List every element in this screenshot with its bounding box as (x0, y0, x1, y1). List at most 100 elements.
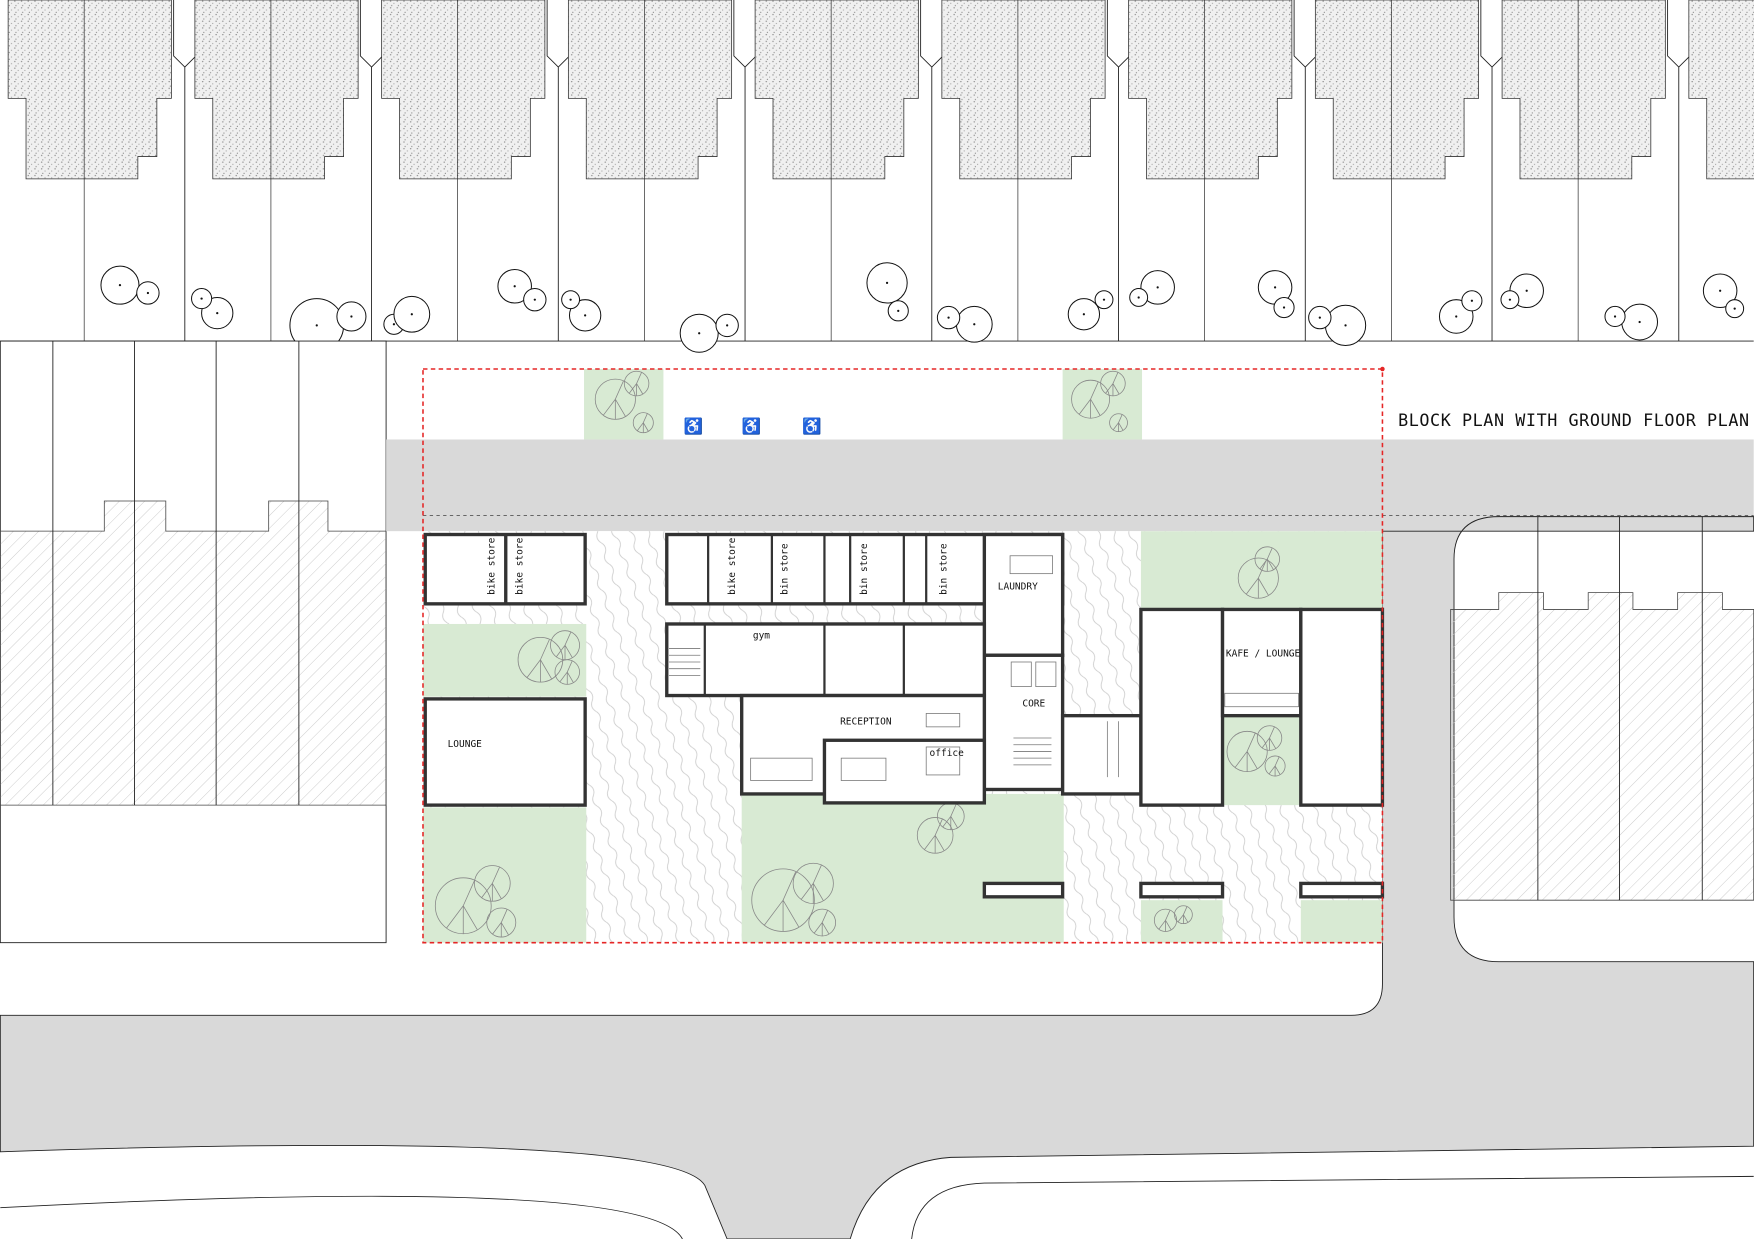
tree-branches (1158, 910, 1172, 932)
tree-trunk-dot (1344, 324, 1347, 327)
tree-trunk-dot (1455, 315, 1458, 318)
tree-branches (1245, 559, 1269, 599)
ground-floor-building (423, 532, 1385, 899)
room-label-bike-store: bike store (727, 537, 738, 594)
house-footprint (567, 0, 733, 180)
tree-trunk-dot (200, 297, 203, 300)
room-label-bin-store: bin store (859, 543, 870, 595)
tree-trunk-dot (1082, 313, 1085, 316)
parking-bays: ♿ ♿ ♿ (422, 369, 1383, 440)
room-label-office: office (930, 748, 965, 759)
tree-trunk-dot (1733, 307, 1736, 310)
tree-branches (1105, 372, 1120, 396)
tree-branches (526, 639, 552, 683)
tree-trunk-dot (1318, 316, 1321, 319)
roads (0, 439, 1754, 1239)
room-label-bike-store: bike store (515, 537, 526, 594)
tree-branches (1112, 414, 1124, 432)
room-label-core: CORE (1022, 699, 1045, 710)
room-label-bin-store: bin store (938, 543, 949, 595)
room-label-reception: RECEPTION (840, 717, 892, 728)
house-footprint (7, 0, 172, 180)
tree-trunk-dot (973, 323, 976, 326)
core (982, 653, 1065, 792)
tree-trunk-dot (947, 316, 950, 319)
tree-branches (813, 910, 830, 936)
tree-branches (1177, 906, 1189, 924)
tree-trunk-dot (1719, 289, 1722, 292)
tree-trunk-dot (698, 332, 701, 335)
tree-trunk-dot (569, 298, 572, 301)
office-room (822, 738, 987, 805)
tree-branches (1234, 733, 1258, 772)
tree-branches (636, 413, 649, 433)
tree-trunk-dot (350, 315, 353, 318)
wheelchair-icon: ♿ (684, 417, 703, 436)
right-neighbour-buildings (1450, 516, 1754, 901)
tree-trunk-dot (1508, 298, 1512, 301)
tree-trunk-dot (513, 285, 516, 288)
street-trees (100, 262, 1745, 353)
tree-trunk-dot (315, 324, 318, 327)
plot-boundary (546, 0, 570, 342)
plot-boundary (1106, 0, 1131, 342)
tree-branches (924, 819, 945, 854)
laundry-room (982, 532, 1065, 657)
kafe-east-wing (1299, 607, 1385, 807)
plot-boundary (359, 0, 384, 342)
tree-trunk-dot (1282, 306, 1286, 309)
tree-trunk-dot (216, 311, 219, 315)
terraced-houses-row (7, 0, 1754, 342)
tree-branches (481, 867, 502, 902)
stair (1060, 713, 1143, 796)
tree-branches (492, 909, 509, 938)
tree-trunk-dot (1525, 289, 1528, 292)
house-footprint (754, 0, 919, 180)
house-footprint (1314, 0, 1479, 180)
drawing-title: BLOCK PLAN WITH GROUND FLOOR PLAN (1398, 410, 1750, 430)
tree-branches (602, 380, 626, 420)
tree-trunk-dot (1638, 320, 1641, 324)
plot-boundary (1480, 0, 1504, 342)
plot-boundary (733, 0, 757, 342)
tree-trunk-dot (533, 298, 536, 301)
tree-branches (1261, 726, 1276, 751)
tree-branches (446, 880, 478, 934)
tree-branches (800, 865, 824, 904)
tree-branches (1078, 381, 1101, 419)
room-label-bike-store: bike store (487, 537, 498, 594)
tree-branches (942, 804, 958, 830)
planted-bay (1062, 369, 1143, 440)
house-footprint (1688, 0, 1754, 180)
tree-branches (1259, 547, 1274, 572)
tree-trunk-dot (584, 314, 587, 317)
house-footprint (941, 0, 1106, 180)
wheelchair-icon: ♿ (802, 417, 821, 436)
room-label-bin-store: bin store (780, 543, 791, 595)
tree-trunk-dot (392, 323, 396, 326)
tree-trunk-dot (118, 284, 122, 287)
left-neighbour-buildings (0, 340, 387, 944)
room-label-laundry: LAUNDRY (998, 581, 1038, 592)
tree-branches (628, 372, 644, 396)
tree-trunk-dot (1156, 286, 1159, 289)
room-label-lounge: LOUNGE (448, 739, 483, 750)
tree-trunk-dot (885, 281, 889, 285)
kafe-center (1220, 607, 1303, 718)
tree-trunk-dot (1613, 315, 1617, 318)
room-label-kafe-lounge: KAFE / LOUNGE (1226, 648, 1301, 659)
tree-trunk-dot (1273, 286, 1277, 289)
tree-branches (763, 871, 800, 932)
boundary-marker (1380, 366, 1385, 372)
tree-trunk-dot (897, 309, 900, 312)
house-footprint (1501, 0, 1666, 180)
tree-trunk-dot (1137, 296, 1140, 299)
plot-boundary (173, 0, 197, 342)
plot-boundary (1667, 0, 1691, 342)
room-label-gym: gym (753, 631, 770, 642)
wheelchair-icon: ♿ (742, 417, 761, 436)
kafe-west-wing (1139, 607, 1225, 807)
tree-trunk-dot (1102, 298, 1106, 301)
tree-branches (1268, 756, 1281, 777)
